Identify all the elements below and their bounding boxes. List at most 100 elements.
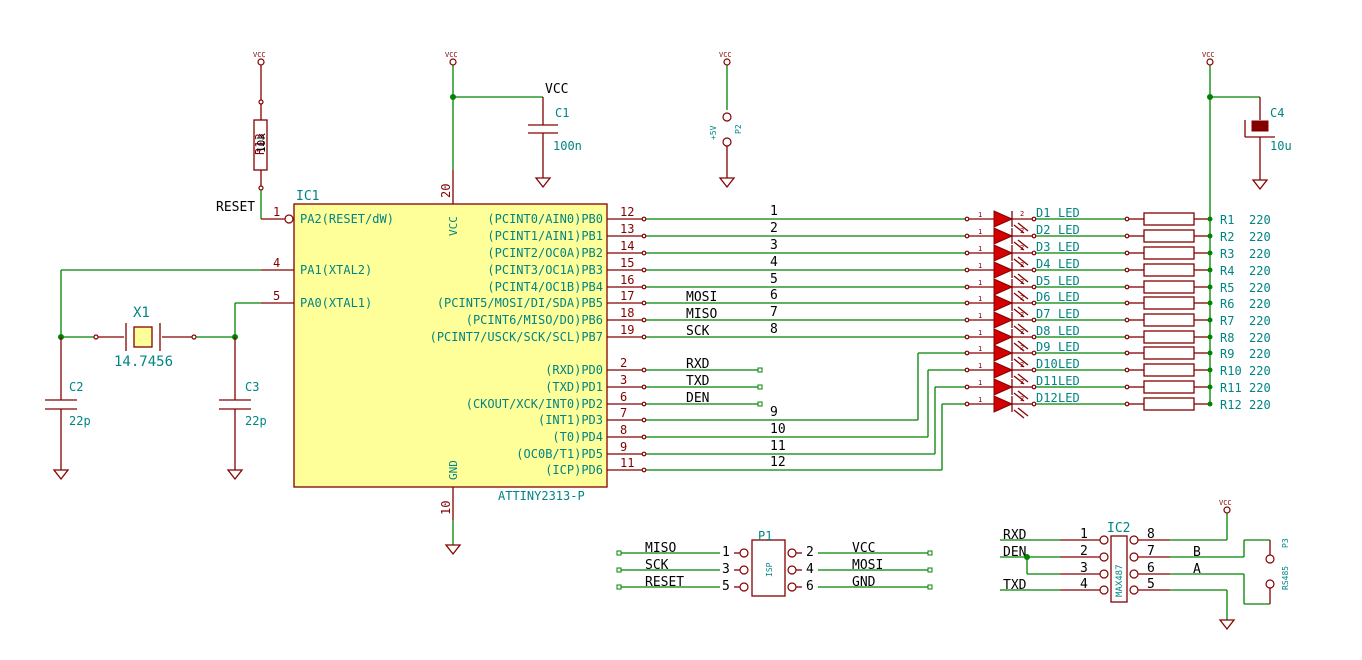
p1-left-num: 1 (722, 545, 730, 560)
pin-num: 5 (273, 289, 280, 303)
p3-ref: P3 (1281, 538, 1290, 548)
ic1-pin-xtal1: 5 PA0(XTAL1) (235, 289, 372, 310)
resistor-ref: R10 (1220, 364, 1242, 378)
pin-num: 9 (620, 440, 627, 454)
resistor-ref: R11 (1220, 381, 1242, 395)
p1-left-num: 5 (722, 579, 730, 594)
led-pin-num: 1 (978, 329, 982, 337)
ic1-vcc-pin-name: VCC (447, 216, 460, 236)
ic2-right-num: 8 (1147, 527, 1155, 542)
vcc-flag-label: VCC (1202, 51, 1215, 59)
resistor-value: 220 (1249, 213, 1271, 227)
vcc-flag-label: VCC (1219, 499, 1232, 507)
pin-num: 18 (620, 306, 634, 320)
ic2-right-num: 5 (1147, 577, 1155, 592)
p2-value: +5V (709, 125, 718, 140)
capacitor-c4: C4 10u (1207, 94, 1292, 191)
ic2-left-num: 2 (1080, 544, 1088, 559)
resistor-value: 220 (1249, 398, 1271, 412)
resistor-body (1143, 280, 1195, 294)
led-ref: D4 (1036, 257, 1050, 271)
led-triangle (993, 328, 1014, 346)
resistor-ref: R12 (1220, 398, 1242, 412)
resistor-body (1143, 229, 1195, 243)
p1-ref: P1 (758, 529, 772, 543)
led-pin-num: 2 (1020, 395, 1024, 403)
p1-right-net: MOSI (852, 558, 883, 573)
led-ref: D3 (1036, 240, 1050, 254)
vcc-flag-label: VCC (445, 51, 458, 59)
p1-right-net: VCC (852, 541, 875, 556)
led-ref: D2 (1036, 223, 1050, 237)
r13-ref: R13 (253, 133, 267, 155)
led-triangle (993, 210, 1014, 228)
led-pin-num: 1 (978, 362, 982, 370)
led-value: LED (1058, 257, 1080, 271)
signal-net-label: DEN (686, 391, 709, 406)
led-pin-num: 2 (1020, 244, 1024, 252)
led-triangle (993, 244, 1014, 262)
net-number-label: 4 (770, 255, 778, 270)
resistor-ref: R2 (1220, 230, 1234, 244)
vcc-flag-ic1: VCC (445, 51, 458, 170)
resistor-body (1143, 363, 1195, 377)
led-triangle (993, 378, 1014, 396)
p2-ref: P2 (734, 124, 743, 134)
pin-num: 13 (620, 222, 634, 236)
led-triangle (993, 395, 1014, 413)
led-pin-num: 1 (978, 379, 982, 387)
pin-num: 7 (620, 406, 627, 420)
led-pin-num: 1 (978, 345, 982, 353)
led-triangle (993, 344, 1014, 362)
p1-left-net: RESET (645, 575, 684, 590)
led-pin-num: 2 (1020, 361, 1024, 369)
signal-net-label: SCK (686, 324, 710, 339)
pin-num: 15 (620, 256, 634, 270)
ic1-gnd-pin-name: GND (447, 460, 460, 480)
ic2-right-net: B (1193, 545, 1201, 560)
ic2-left-net: RXD (1003, 528, 1027, 543)
pin-name: (PCINT1/AIN1)PB1 (487, 229, 603, 243)
resistor-body (1143, 296, 1195, 310)
connector-p2: +5V P2 (709, 112, 743, 189)
p3-value: RS485 (1281, 566, 1290, 590)
pin-num: 6 (620, 390, 627, 404)
signal-net-label: MISO (686, 307, 717, 322)
led-ref: D11 (1036, 374, 1058, 388)
pin-num: 12 (620, 205, 634, 219)
ic2-right-num: 6 (1147, 561, 1155, 576)
resistor-body (1143, 246, 1195, 260)
pin-num: 3 (620, 373, 627, 387)
pin-name: (RXD)PD0 (545, 363, 603, 377)
led-ref: D5 (1036, 274, 1050, 288)
led-value: LED (1058, 206, 1080, 220)
p1-left-num: 3 (722, 562, 730, 577)
net-number-label: 11 (770, 439, 786, 454)
ic1-pin-xtal2: 4 PA1(XTAL2) (61, 256, 372, 277)
led-pin-num: 1 (978, 312, 982, 320)
resistor-ref: R3 (1220, 247, 1234, 261)
net-number-label: 10 (770, 422, 786, 437)
resistor-ref: R4 (1220, 264, 1234, 278)
pin-name: (TXD)PD1 (545, 380, 603, 394)
